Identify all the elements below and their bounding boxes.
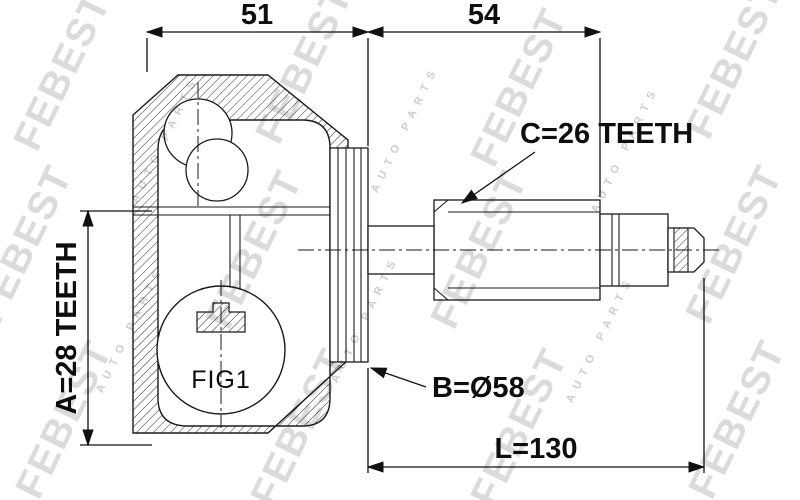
leader-b [369, 367, 427, 388]
stem-grooves [329, 147, 369, 363]
dim-54-label: 54 [468, 0, 500, 31]
dimension-54 [366, 26, 602, 197]
dim-b-diameter-label: B=Ø58 [432, 372, 525, 404]
dim-c-teeth-label: C=26 TEETH [520, 118, 693, 150]
dimension-51 [145, 26, 370, 146]
dim-51-label: 51 [241, 0, 273, 31]
dimension-l [366, 278, 706, 473]
figure-label: FIG1 [191, 366, 251, 394]
ball-bearings [163, 98, 249, 202]
dimension-a [80, 209, 152, 447]
leader-c [460, 151, 536, 204]
dim-a-teeth-label: A=28 TEETH [51, 241, 83, 414]
dim-length-label: L=130 [494, 433, 577, 465]
centerlines [197, 82, 722, 428]
